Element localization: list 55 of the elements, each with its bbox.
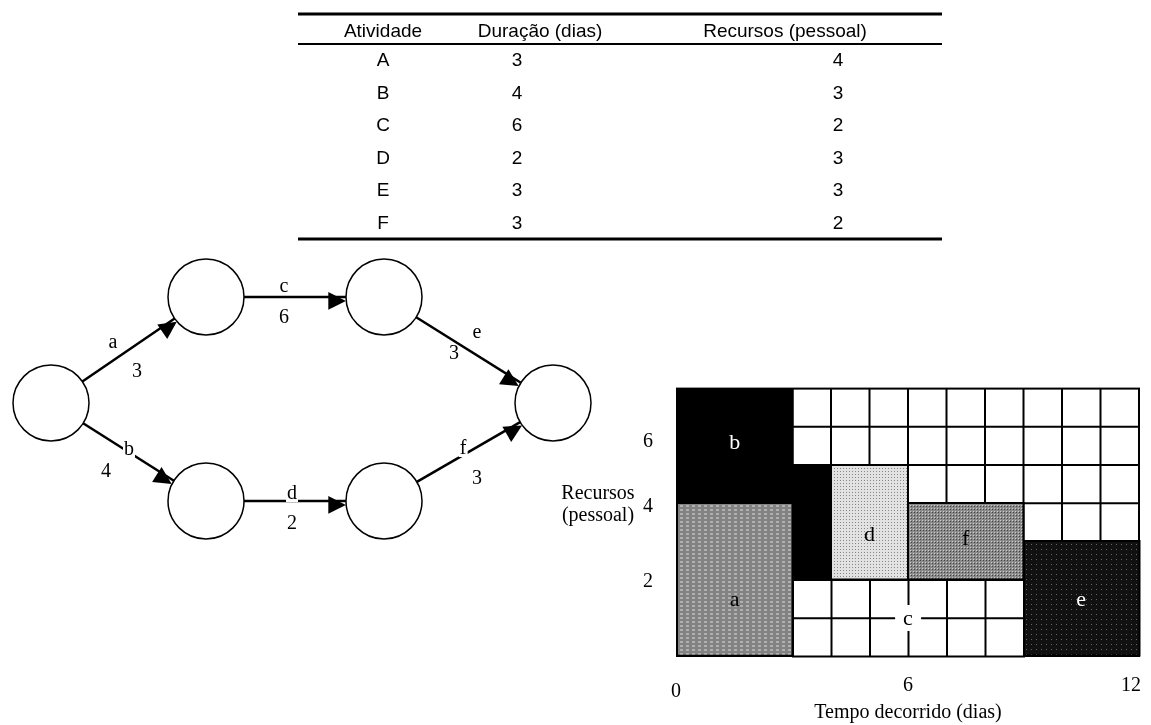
duration-label: 3	[449, 341, 459, 363]
table-cell: 3	[832, 147, 844, 168]
axis-title: Tempo decorrido (dias)	[814, 700, 1002, 722]
activity-letter: c	[895, 604, 921, 631]
table-cell: 3	[832, 82, 844, 103]
activity-letter: b	[729, 431, 741, 454]
arrow	[81, 317, 177, 383]
axis-tick-label: 4	[643, 494, 653, 516]
table-cell: F	[377, 212, 389, 233]
event-circle	[167, 258, 245, 336]
activity-letter: e	[1076, 587, 1087, 610]
table-cell: 3	[832, 179, 844, 201]
table-header: Duração (dias)	[477, 20, 603, 42]
event-circle	[345, 258, 423, 336]
table-header: Recursos (pessoal)	[703, 20, 867, 42]
edge-label: d	[286, 482, 298, 502]
axis-tick-label: 2	[643, 569, 653, 591]
arrow	[82, 422, 175, 484]
duration-label: 6	[279, 305, 289, 327]
table-cell: 4	[511, 82, 523, 103]
table-cell: 3	[511, 212, 523, 233]
table-cell: 6	[511, 114, 523, 136]
table-cell: E	[376, 179, 390, 201]
duration-label: 2	[287, 511, 297, 533]
activity-letter: a	[729, 587, 740, 610]
event-circle	[514, 364, 592, 442]
axis-tick-label: 12	[1121, 673, 1141, 695]
activity-letter: f	[962, 526, 970, 549]
table-cell: 2	[511, 147, 523, 168]
table-cell: 3	[511, 49, 523, 71]
arrow	[415, 316, 522, 387]
table-header: Atividade	[343, 20, 423, 42]
axis-tick-label: 6	[643, 429, 653, 451]
arrow	[244, 292, 346, 310]
arrow	[244, 496, 346, 514]
edge-label: b	[123, 438, 135, 458]
table-cell: B	[376, 82, 390, 103]
event-circle	[167, 462, 245, 540]
duration-label: 4	[101, 459, 111, 481]
table-cell: A	[376, 49, 390, 71]
table-cell: D	[376, 147, 390, 168]
event-circle	[12, 364, 90, 442]
table-cell: C	[376, 114, 390, 136]
axis-tick-label: 6	[903, 673, 913, 695]
table-cell: 4	[832, 49, 844, 71]
axis-tick-label: 0	[671, 679, 681, 701]
table-cell: 2	[832, 114, 844, 136]
activity-letter: d	[864, 522, 875, 545]
table-cell: 2	[832, 212, 844, 233]
table-cell: 3	[511, 179, 523, 201]
edge-label: f	[458, 437, 468, 457]
event-circle	[345, 462, 423, 540]
duration-label: 3	[472, 466, 482, 488]
duration-label: 3	[132, 359, 142, 381]
arrow	[416, 420, 522, 484]
